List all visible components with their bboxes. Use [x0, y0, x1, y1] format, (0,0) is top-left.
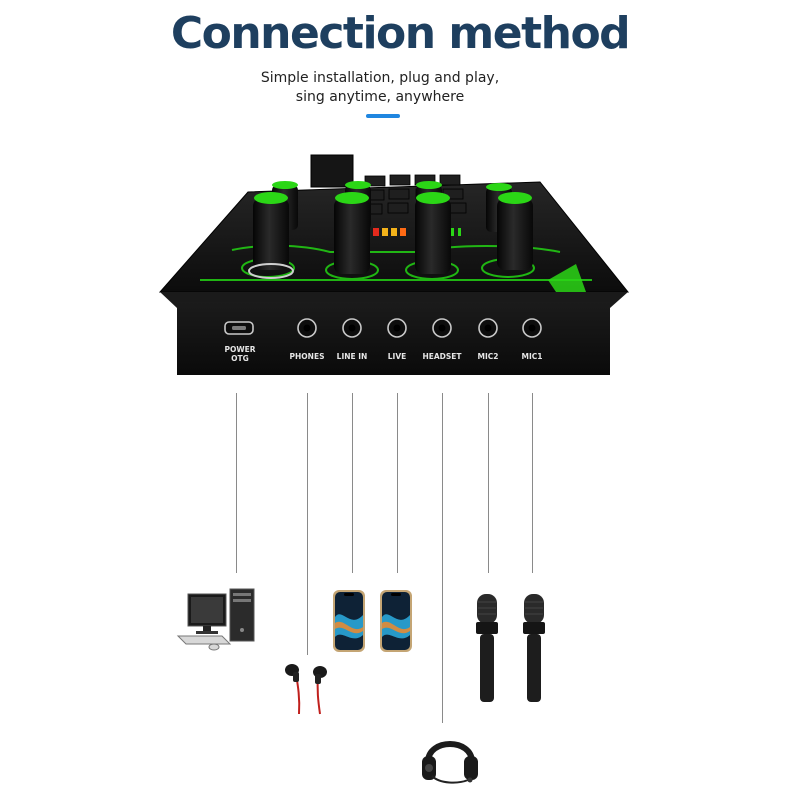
connection-line-mic2	[488, 393, 489, 573]
smartphone-icon	[380, 590, 412, 652]
port-label-mic1: MIC1	[521, 352, 543, 361]
port-label-phones: PHONES	[289, 352, 325, 361]
connection-line-headset	[442, 393, 443, 723]
port-label-power: POWER OTG	[224, 345, 256, 363]
port-label-mic2: MIC2	[477, 352, 499, 361]
page-title: Connection method	[170, 8, 631, 59]
port-label-headset: HEADSET	[422, 352, 462, 361]
earphones-icon	[285, 664, 327, 715]
connection-line-live	[397, 393, 398, 573]
port-label-line-in: LINE IN	[336, 352, 368, 361]
microphone-icon	[523, 594, 545, 702]
connection-line-phones	[307, 393, 308, 655]
connection-line-mic1	[532, 393, 533, 573]
subtitle-line-2: sing anytime, anywhere	[295, 89, 465, 105]
headset-icon	[422, 741, 478, 784]
subtitle-line-1: Simple installation, plug and play,	[260, 70, 500, 86]
port-label-live: LIVE	[387, 352, 407, 361]
microphone-icon	[476, 594, 498, 702]
desktop-computer-icon	[176, 588, 255, 651]
connection-line-line-in	[352, 393, 353, 573]
audio-mixer-device	[158, 154, 630, 375]
smartphone-icon	[333, 590, 365, 652]
accent-bar	[366, 114, 400, 118]
connection-line-power	[236, 393, 237, 573]
